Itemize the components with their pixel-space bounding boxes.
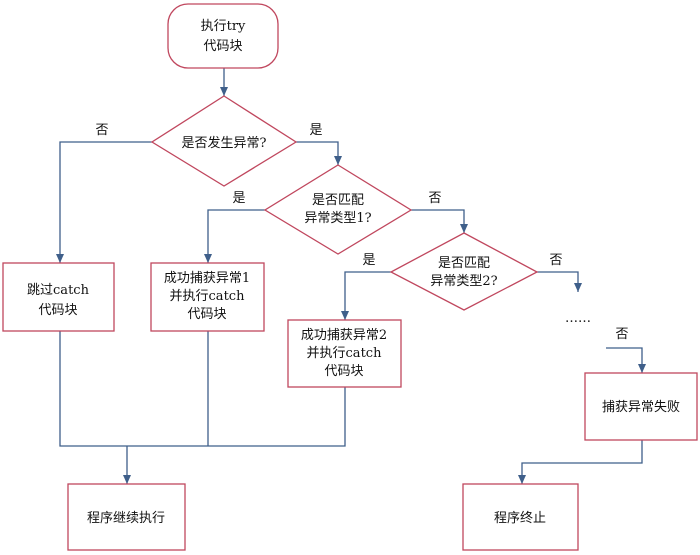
catch1-node: 成功捕获异常1 并执行catch 代码块 [150,262,265,332]
edge-exception-no [56,141,152,263]
catch2-line-3: 代码块 [324,364,363,379]
edge-merge-to-continue [59,331,346,484]
decision-exception-text: 是否发生异常? [182,135,267,151]
decision-match2: 是否匹配 异常类型2? [389,232,539,311]
skip-catch-line-1: 跳过catch [27,283,90,298]
edge-match1-yes [204,209,265,263]
continue-node: 程序继续执行 [67,483,186,551]
decision-match1: 是否匹配 异常类型1? [263,164,413,255]
catch2-node: 成功捕获异常2 并执行catch 代码块 [287,319,402,388]
catch2-line-1: 成功捕获异常2 [301,327,387,343]
capture-fail-node: 捕获异常失败 [584,372,698,441]
label-match2-yes: 是 [362,253,375,268]
label-exception-yes: 是 [309,123,322,138]
edge-more-no [606,347,646,373]
edge-match1-no [411,209,468,233]
capture-fail-text: 捕获异常失败 [602,399,680,415]
label-match1-yes: 是 [232,191,245,206]
decision-match1-line-2: 异常类型1? [304,211,371,226]
decision-match2-line-2: 异常类型2? [430,274,497,289]
catch1-line-3: 代码块 [187,307,226,322]
label-match1-no: 否 [428,191,441,206]
terminate-node: 程序终止 [462,483,579,551]
edge-match2-yes [341,271,391,320]
ellipsis-text: …… [565,311,591,326]
catch1-line-2: 并执行catch [170,289,246,304]
start-node: 执行try 代码块 [167,3,279,69]
start-node-line-2: 代码块 [203,39,242,54]
start-node-line-1: 执行try [201,19,246,34]
edge-fail-to-terminate [518,440,643,484]
decision-match1-line-1: 是否匹配 [312,193,364,208]
skip-catch-node: 跳过catch 代码块 [2,262,115,332]
catch2-line-2: 并执行catch [307,346,383,361]
skip-catch-line-2: 代码块 [38,303,77,318]
decision-match2-line-1: 是否匹配 [438,256,490,271]
edge-exception-yes [296,141,342,165]
label-more-no: 否 [615,327,628,342]
continue-text: 程序继续执行 [87,511,165,526]
label-exception-no: 否 [95,123,108,138]
label-match2-no: 否 [549,253,562,268]
edge-match2-no [537,271,582,292]
catch1-line-1: 成功捕获异常1 [164,270,250,286]
decision-exception: 是否发生异常? [150,95,298,187]
terminate-text: 程序终止 [494,510,546,526]
